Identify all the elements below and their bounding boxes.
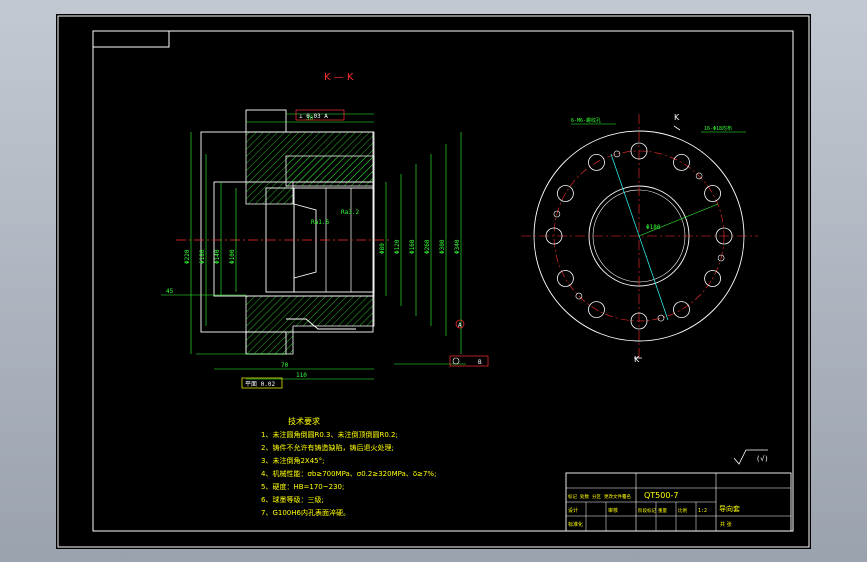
view-arrows [634, 125, 681, 359]
svg-text:阶段标记: 阶段标记 [638, 507, 656, 514]
svg-text:Ra1.6: Ra1.6 [311, 219, 329, 226]
dimension-texts: Φ220 Φ180 Φ140 Φ100 Φ80 Φ120 Φ160 Φ260 Φ… [166, 115, 461, 379]
tech-title: 技术要求 [288, 416, 320, 426]
tech-line-7: 7、G100H6内孔表面淬硬。 [261, 508, 350, 517]
bolt-hole [704, 185, 721, 202]
tech-line-1: 1、未注圆角倒圆R0.3、未注倒顶倒圆R0.2; [261, 430, 398, 439]
svg-text:110: 110 [296, 372, 307, 379]
drawing-number-box [92, 30, 170, 48]
svg-text:70: 70 [281, 362, 289, 369]
bolt-hole [556, 270, 574, 287]
hatch-lower-left [245, 295, 375, 355]
stage-row: 阶段标记 重量 比例 [638, 507, 687, 514]
svg-text:Φ260: Φ260 [424, 239, 431, 254]
tech-requirements: 技术要求 1、未注圆角倒圆R0.3、未注倒顶倒圆R0.2; 2、铸件不允许有铸造… [261, 416, 436, 517]
tech-line-2: 2、铸件不允许有铸造缺陷，铸后退火处理; [261, 443, 394, 452]
inner-frame [92, 30, 794, 532]
part-name: 导向套 [719, 504, 740, 513]
svg-text:B: B [478, 359, 482, 366]
revision-row: 标记 处数 分区 更改文件号 签名 [568, 493, 631, 500]
bolt-hole [704, 270, 721, 287]
bolt-hole [673, 153, 690, 171]
threaded-hole [657, 314, 665, 322]
threaded-hole [575, 292, 583, 300]
svg-text:重量: 重量 [658, 507, 667, 514]
svg-text:Φ120: Φ120 [394, 239, 401, 254]
tech-line-6: 6、球墨等级：三级; [261, 495, 324, 504]
body-outline [200, 131, 374, 333]
threaded-hole [695, 172, 703, 180]
taper-left [293, 203, 317, 279]
hatch-upper-mid [285, 155, 375, 187]
section-view: K — K [161, 72, 489, 389]
svg-text:Φ340: Φ340 [454, 239, 461, 254]
pcd-leader [638, 203, 719, 237]
svg-text:处数: 处数 [580, 493, 589, 500]
std-cell: 标准化 [568, 521, 583, 528]
svg-text:Ra3.2: Ra3.2 [341, 209, 359, 216]
svg-text:45: 45 [166, 288, 174, 295]
svg-text:(√): (√) [756, 455, 769, 463]
bolt-hole [556, 185, 574, 202]
tech-line-3: 3、未注倒角2X45°; [261, 456, 324, 465]
title-block: QT500-7 导向套 1:2 设计 审核 标准化 共 张 标记 处数 分区 更… [565, 472, 792, 532]
svg-text:Φ100: Φ100 [229, 249, 236, 264]
sheet-cell: 共 张 [720, 521, 732, 528]
threaded-hole [553, 210, 561, 218]
hole-note: 6-M6-螺纹孔 [571, 117, 601, 124]
svg-text:签名: 签名 [622, 493, 631, 500]
material-label: QT500-7 [644, 491, 678, 500]
pcd-label: Φ180 [646, 224, 661, 231]
designer-cell: 设计 [568, 507, 578, 514]
svg-text:Φ220: Φ220 [184, 249, 191, 264]
view-marker-bottom: K [634, 355, 640, 364]
checker-cell: 审核 [608, 507, 618, 514]
svg-text:标记: 标记 [568, 493, 577, 500]
svg-text:比例: 比例 [678, 507, 687, 514]
datum-b-frame: B [449, 355, 489, 367]
tech-line-5: 5、硬度：HB=170~230; [261, 482, 344, 491]
bolt-hole [673, 301, 690, 319]
datum-a-marker: A [455, 319, 465, 329]
svg-text:Φ80: Φ80 [379, 243, 386, 254]
outer-border [57, 15, 810, 548]
roughness-mark: (√) [733, 449, 769, 465]
flange-top [245, 109, 287, 133]
svg-text:Φ160: Φ160 [409, 239, 416, 254]
svg-text:A: A [458, 322, 462, 329]
drawing-canvas: K — K [57, 15, 810, 548]
perp-tolerance-frame: ⊥ 0.03 A [295, 109, 345, 121]
bolt-holes [545, 142, 733, 330]
lower-chamfer [286, 318, 356, 330]
bolt-hole [715, 227, 733, 245]
hole-note-right: 16-Φ18均布 [704, 125, 732, 132]
svg-text:分区: 分区 [592, 493, 601, 500]
view-marker-top: K [674, 113, 680, 122]
svg-text:更改文件号: 更改文件号 [604, 493, 627, 500]
bolt-hole [588, 153, 605, 171]
end-view: Φ180 6-M6-螺纹孔 16-Φ18均布 K K [521, 113, 758, 364]
bolt-hole [630, 142, 648, 160]
svg-text:Φ300: Φ300 [439, 239, 446, 254]
svg-text:30: 30 [306, 115, 314, 122]
tech-line-4: 4、机械性能：σb≥700MPa、σ0.2≥320MPa、δ≥7%; [261, 469, 436, 478]
svg-text:⊥ 0.03 A: ⊥ 0.03 A [299, 113, 328, 120]
flatness-frame: 平面 0.02 [241, 377, 283, 389]
threaded-hole [613, 150, 621, 158]
scale-label: 1:2 [698, 508, 707, 514]
drawing-sheet: K — K [56, 14, 811, 549]
section-label: K — K [324, 72, 354, 83]
svg-text:Φ180: Φ180 [199, 249, 206, 264]
svg-text:平面 0.02: 平面 0.02 [245, 381, 275, 388]
section-cut-line [610, 153, 669, 321]
bolt-hole [545, 227, 563, 245]
svg-text:Φ140: Φ140 [214, 249, 221, 264]
threaded-hole [717, 254, 725, 262]
bolt-hole [588, 301, 605, 319]
dimension-lines [161, 113, 466, 380]
bolt-hole [630, 312, 648, 330]
